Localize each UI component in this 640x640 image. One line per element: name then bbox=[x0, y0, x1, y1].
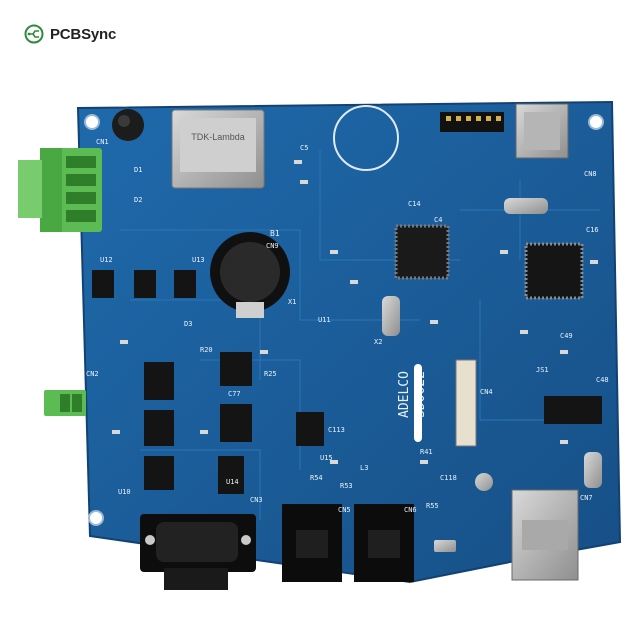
green-terminal-block bbox=[18, 148, 102, 232]
svg-text:R54: R54 bbox=[310, 474, 323, 482]
svg-text:U14: U14 bbox=[226, 478, 239, 486]
svg-text:U13: U13 bbox=[192, 256, 205, 264]
svg-text:R53: R53 bbox=[340, 482, 353, 490]
crystal-oscillator-3 bbox=[584, 452, 602, 488]
svg-text:CN8: CN8 bbox=[584, 170, 597, 178]
svg-text:C113: C113 bbox=[328, 426, 345, 434]
svg-text:U12: U12 bbox=[100, 256, 113, 264]
svg-text:C77: C77 bbox=[228, 390, 241, 398]
pcb-circuit-logo-icon bbox=[24, 24, 44, 44]
svg-text:C49: C49 bbox=[560, 332, 573, 340]
svg-text:CN1: CN1 bbox=[96, 138, 109, 146]
small-capacitor bbox=[475, 473, 493, 491]
svg-text:X2: X2 bbox=[374, 338, 382, 346]
svg-text:D3: D3 bbox=[184, 320, 192, 328]
svg-text:R25: R25 bbox=[264, 370, 277, 378]
svg-text:L3: L3 bbox=[360, 464, 368, 472]
svg-text:CN9: CN9 bbox=[266, 242, 279, 250]
micro-usb-port bbox=[434, 540, 456, 552]
tdk-lambda-label: TDK-Lambda bbox=[191, 132, 245, 142]
svg-text:U15: U15 bbox=[320, 454, 333, 462]
tdk-lambda-module: TDK-Lambda bbox=[171, 109, 265, 189]
crystal-oscillator bbox=[382, 296, 400, 336]
board-title: ADELCO SD0022 bbox=[397, 371, 428, 418]
svg-text:CN5: CN5 bbox=[338, 506, 351, 514]
sim-card-holder bbox=[515, 103, 569, 159]
rj-connector-2 bbox=[354, 504, 414, 582]
svg-text:CN7: CN7 bbox=[580, 494, 593, 502]
svg-text:CN3: CN3 bbox=[250, 496, 263, 504]
battery-label: B1 bbox=[270, 229, 280, 238]
soic-chip bbox=[544, 396, 602, 424]
coin-battery-holder: B1 bbox=[210, 229, 290, 318]
svg-text:C14: C14 bbox=[408, 200, 421, 208]
db9-serial-connector bbox=[140, 514, 256, 590]
electrolytic-capacitor bbox=[112, 109, 144, 141]
brand-logo: PCBSync bbox=[24, 24, 116, 44]
svg-text:R41: R41 bbox=[420, 448, 433, 456]
svg-text:JS1: JS1 bbox=[536, 366, 549, 374]
processor-chip bbox=[524, 242, 584, 300]
svg-text:U10: U10 bbox=[118, 488, 131, 496]
svg-text:C4: C4 bbox=[434, 216, 442, 224]
white-marker bbox=[414, 364, 422, 442]
svg-text:C48: C48 bbox=[596, 376, 609, 384]
board-title-line1: ADELCO bbox=[397, 371, 412, 418]
rj-connector-1 bbox=[282, 504, 342, 582]
ffc-connector bbox=[455, 359, 477, 447]
small-ics-left bbox=[92, 270, 324, 494]
svg-text:D2: D2 bbox=[134, 196, 142, 204]
small-green-connector bbox=[44, 390, 86, 416]
ethernet-jack bbox=[511, 489, 579, 581]
microcontroller-chip bbox=[394, 224, 450, 280]
svg-text:R20: R20 bbox=[200, 346, 213, 354]
buzzer-outline bbox=[333, 105, 399, 171]
svg-text:C16: C16 bbox=[586, 226, 599, 234]
pin-header bbox=[440, 112, 504, 132]
svg-text:C118: C118 bbox=[440, 474, 457, 482]
svg-text:X1: X1 bbox=[288, 298, 296, 306]
silkscreen-labels: D1 D2 D3 C4 C5 C14 C16 C48 C49 R20 R25 R… bbox=[86, 138, 609, 514]
svg-text:CN4: CN4 bbox=[480, 388, 493, 396]
smd-components bbox=[112, 160, 598, 464]
svg-text:CN6: CN6 bbox=[404, 506, 417, 514]
svg-text:R55: R55 bbox=[426, 502, 439, 510]
mounting-holes bbox=[84, 114, 604, 526]
svg-text:D1: D1 bbox=[134, 166, 142, 174]
brand-name: PCBSync bbox=[50, 25, 117, 43]
crystal-oscillator-2 bbox=[504, 198, 548, 214]
svg-text:U11: U11 bbox=[318, 316, 331, 324]
svg-text:C5: C5 bbox=[300, 144, 308, 152]
svg-text:CN2: CN2 bbox=[86, 370, 99, 378]
